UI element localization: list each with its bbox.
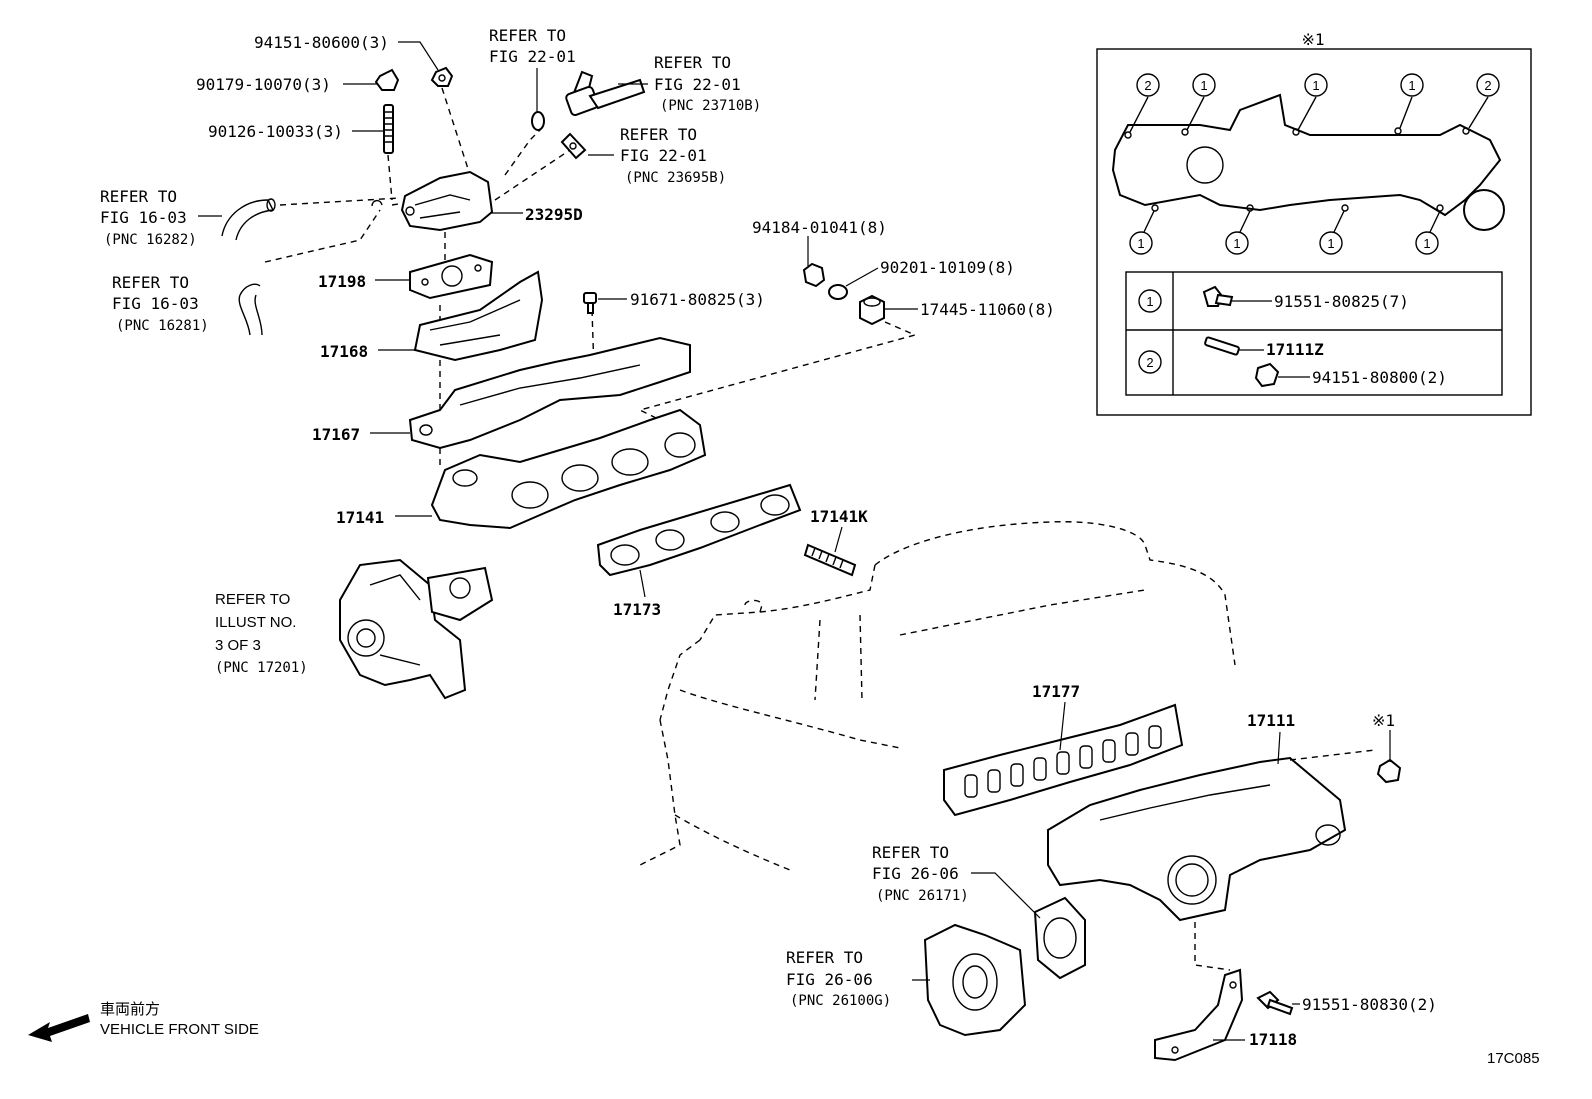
- label-90201-10109: 90201-10109(8): [880, 258, 1015, 277]
- inset-row1-part: 91551-80825(7): [1274, 292, 1409, 311]
- hose-16282: [221, 198, 276, 241]
- intake-manifold-17111: [1047, 756, 1347, 922]
- label-17118: 17118: [1249, 1030, 1297, 1049]
- nut-90179-10070: [374, 68, 400, 91]
- nut-94151-80600: [430, 66, 454, 87]
- label-91671-80825: 91671-80825(3): [630, 290, 765, 309]
- label-17111: 17111: [1247, 711, 1295, 730]
- hose-16281: [238, 283, 263, 336]
- gasket-17173: [596, 483, 802, 577]
- svg-text:1: 1: [1408, 78, 1415, 93]
- bolt-91551-80830: [1256, 990, 1294, 1016]
- washer-90201-10109: [828, 284, 848, 300]
- label-90126-10033: 90126-10033(3): [208, 122, 343, 141]
- refer-26-06-a-line1: REFER TO: [872, 843, 949, 862]
- front-label-en: VEHICLE FRONT SIDE: [100, 1021, 259, 1038]
- gasket-23695B: [560, 132, 587, 160]
- refer-16-03-a-line3: (PNC 16282): [104, 232, 197, 248]
- refer-illust-line3: 3 OF 3: [215, 637, 261, 654]
- refer-22-01-c-line2: FIG 22-01: [620, 146, 707, 165]
- label-17168: 17168: [320, 342, 368, 361]
- label-90179-10070: 90179-10070(3): [196, 75, 331, 94]
- nut-94184-01041: [802, 262, 826, 288]
- label-17177: 17177: [1032, 682, 1080, 701]
- refer-22-01-b-line2: FIG 22-01: [654, 75, 741, 94]
- refer-26-06-a-line2: FIG 26-06: [872, 864, 959, 883]
- svg-text:1: 1: [1327, 236, 1334, 251]
- refer-26-06-b-line2: FIG 26-06: [786, 970, 873, 989]
- bolt-91671-80825: [583, 292, 597, 314]
- svg-text:2: 2: [1146, 355, 1153, 370]
- refer-26-06-b-line1: REFER TO: [786, 948, 863, 967]
- label-94151-80600: 94151-80600(3): [254, 33, 389, 52]
- egr-valve-23295D: [371, 170, 494, 232]
- insulator-17168: [413, 270, 544, 362]
- inset-title: ※1: [1301, 30, 1324, 49]
- front-arrow-icon: [28, 1014, 90, 1042]
- svg-text:1: 1: [1233, 236, 1240, 251]
- exhaust-manifold-17141: [430, 408, 707, 530]
- turbocharger-17201: [339, 558, 494, 700]
- refer-illust-line2: ILLUST NO.: [215, 614, 296, 631]
- stud-90126-10033: [383, 104, 394, 154]
- refer-22-01-c-line3: (PNC 23695B): [625, 170, 726, 186]
- refer-illust-line4: (PNC 17201): [215, 660, 308, 676]
- refer-16-03-b-line1: REFER TO: [112, 273, 189, 292]
- svg-text:2: 2: [1144, 78, 1151, 93]
- throttle-body-26100G: [923, 923, 1027, 1037]
- insulator-17167: [408, 336, 691, 450]
- svg-text:1: 1: [1200, 78, 1207, 93]
- refer-illust-line1: REFER TO: [215, 591, 290, 608]
- svg-text:1: 1: [1137, 236, 1144, 251]
- svg-text:2: 2: [1484, 78, 1491, 93]
- o-ring-part: [531, 111, 545, 131]
- refer-26-06-a-line3: (PNC 26171): [876, 888, 969, 904]
- label-17141K: 17141K: [810, 507, 868, 526]
- label-17173: 17173: [613, 600, 661, 619]
- stud-17141K: [803, 543, 857, 577]
- dashed-guides-top: [264, 87, 918, 470]
- refer-22-01-b-line1: REFER TO: [654, 53, 731, 72]
- refer-26-06-b-line3: (PNC 26100G): [790, 993, 891, 1009]
- inset-row2-nut: 94151-80800(2): [1312, 368, 1447, 387]
- sensor-23710B: [565, 70, 646, 116]
- nut-note1: [1376, 758, 1402, 784]
- svg-text:1: 1: [1312, 78, 1319, 93]
- gasket-17198: [409, 253, 494, 300]
- label-note-mark: ※1: [1372, 711, 1395, 730]
- label-91551-80830: 91551-80830(2): [1302, 995, 1437, 1014]
- refer-16-03-a-line1: REFER TO: [100, 187, 177, 206]
- engine-outline: [639, 521, 1236, 871]
- inset-leaders: [1232, 300, 1310, 378]
- figure-code: 17C085: [1487, 1050, 1540, 1067]
- refer-16-03-a-line2: FIG 16-03: [100, 208, 187, 227]
- svg-text:1: 1: [1146, 294, 1153, 309]
- label-17445-11060: 17445-11060(8): [920, 300, 1055, 319]
- leader-lines: [198, 41, 1391, 1041]
- inset-panel: [1096, 48, 1532, 416]
- inset-callouts: 2 1 1 1 2 1 1 1 1 1 2: [1129, 73, 1500, 374]
- refer-22-01-a-line2: FIG 22-01: [489, 47, 576, 66]
- refer-22-01-a-line1: REFER TO: [489, 26, 566, 45]
- refer-22-01-b-line3: (PNC 23710B): [660, 98, 761, 114]
- label-17167: 17167: [312, 425, 360, 444]
- refer-22-01-c-line1: REFER TO: [620, 125, 697, 144]
- refer-16-03-b-line2: FIG 16-03: [112, 294, 199, 313]
- inset-row2-stud: 17111Z: [1266, 340, 1324, 359]
- gasket-26171: [1033, 896, 1086, 980]
- label-94184-01041: 94184-01041(8): [752, 218, 887, 237]
- gasket-17177: [943, 703, 1184, 817]
- bracket-17118: [1154, 968, 1244, 1062]
- label-23295D: 23295D: [525, 205, 583, 224]
- front-label-jp: 車両前方: [100, 1001, 160, 1018]
- svg-text:1: 1: [1423, 236, 1430, 251]
- label-17141: 17141: [336, 508, 384, 527]
- refer-16-03-b-line3: (PNC 16281): [116, 318, 209, 334]
- label-17198: 17198: [318, 272, 366, 291]
- collar-17445-11060: [859, 294, 885, 326]
